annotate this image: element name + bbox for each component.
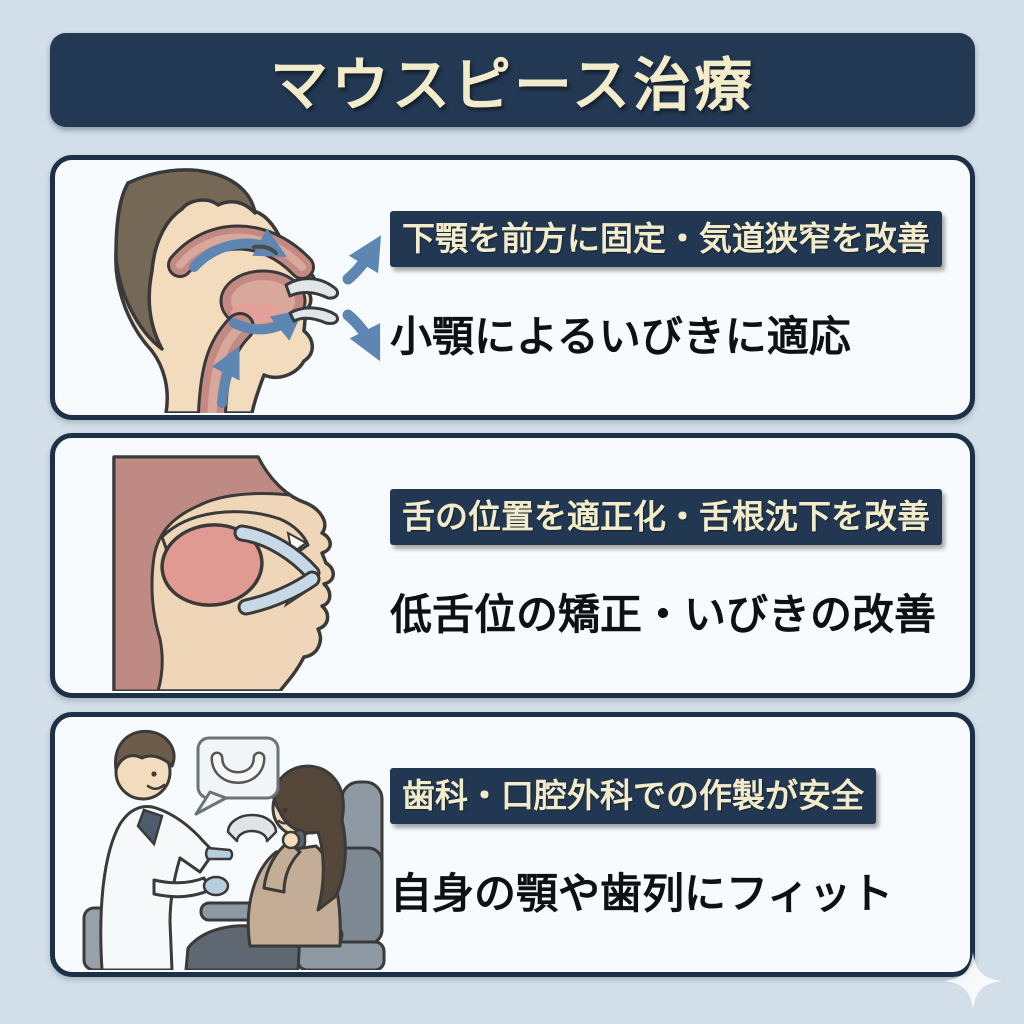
eyebrow-line	[251, 244, 278, 255]
card1-text-column: 下顎を前方に固定・気道狭窄を改善 小顎によるいびきに適応	[390, 160, 970, 415]
page-title: マウスピース治療	[269, 53, 756, 118]
head-airway-illustration	[113, 167, 381, 413]
mouthpiece-in-mouth	[284, 276, 339, 325]
card1-main-text: 小顎によるいびきに適応	[390, 312, 851, 360]
card3-illustration-wrap	[55, 717, 390, 972]
dentist-patient-illustration	[82, 729, 385, 970]
dentist-head	[113, 729, 175, 800]
dentist-lower-arm	[152, 876, 211, 898]
held-mouthpiece	[226, 813, 277, 842]
card2-main-text: 低舌位の矯正・いびきの改善	[390, 590, 937, 638]
card-dental-fabrication: 歯科・口腔外科での作製が安全 自身の顎や歯列にフィット	[50, 712, 975, 977]
card2-illustration-wrap	[55, 438, 390, 693]
speech-bubble-mouthguard	[194, 736, 279, 815]
airflow-arrow-mouth	[228, 308, 304, 341]
card3-text-column: 歯科・口腔外科での作製が安全 自身の顎や歯列にフィット	[390, 717, 970, 972]
card3-main-text: 自身の顎や歯列にフィット	[390, 869, 894, 917]
mouth-cross-section-illustration	[111, 454, 335, 691]
airflow-arrow-throat	[211, 345, 240, 408]
exhale-arrow-down	[342, 309, 380, 361]
card1-illustration-wrap	[55, 160, 390, 415]
card3-badge: 歯科・口腔外科での作製が安全	[390, 768, 876, 824]
header-bar: マウスピース治療	[50, 33, 975, 127]
card2-text-column: 舌の位置を適正化・舌根沈下を改善 低舌位の矯正・いびきの改善	[390, 438, 970, 693]
patient-arm	[262, 840, 301, 893]
card2-badge: 舌の位置を適正化・舌根沈下を改善	[390, 489, 942, 545]
patient-head	[271, 764, 347, 911]
dentist-shirt	[136, 807, 164, 847]
card-jaw-fixation: 下顎を前方に固定・気道狭窄を改善 小顎によるいびきに適応	[50, 155, 975, 420]
patient-hand	[281, 830, 300, 849]
card-tongue-position: 舌の位置を適正化・舌根沈下を改善 低舌位の矯正・いびきの改善	[50, 433, 975, 698]
mouthpiece-trays	[233, 524, 320, 615]
exhale-arrow-up	[342, 234, 381, 284]
dentist-gloves	[202, 846, 233, 896]
card1-badge: 下顎を前方に固定・気道狭窄を改善	[390, 211, 942, 267]
